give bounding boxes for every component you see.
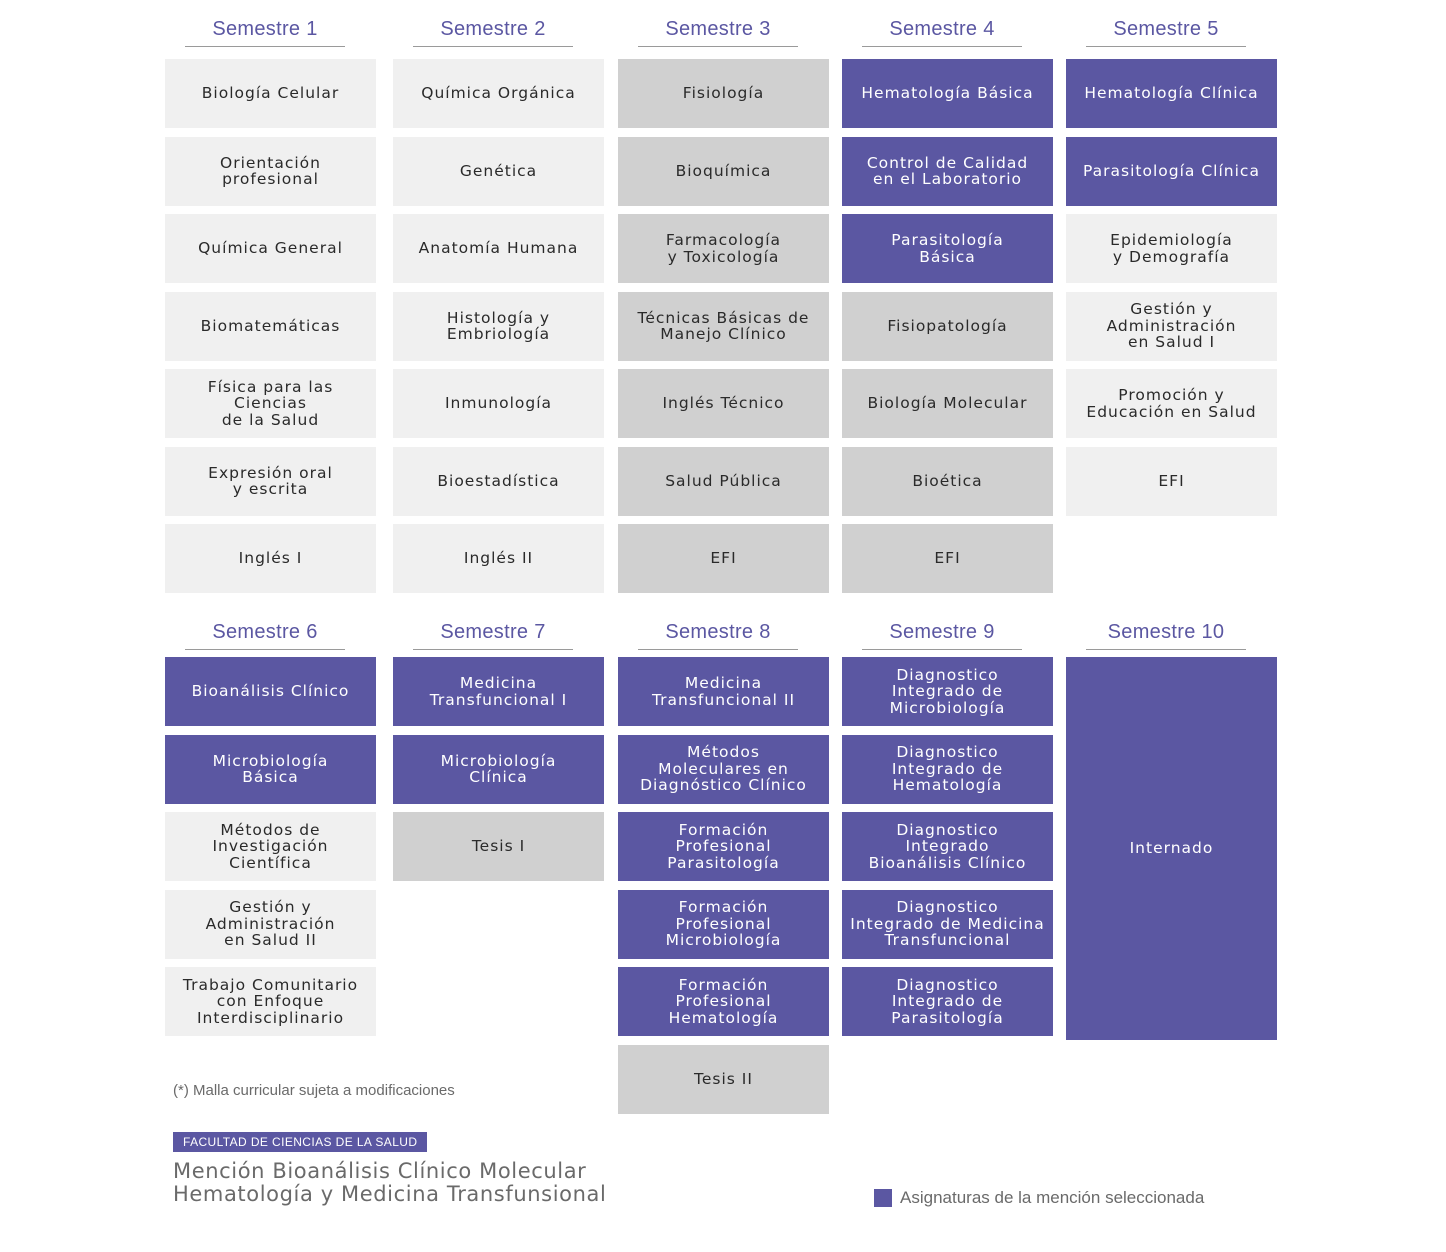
course-card: Parasitología Clínica	[1066, 136, 1277, 206]
course-card: Gestión y Administración en Salud I	[1066, 291, 1277, 361]
course-card: Tesis II	[618, 1044, 829, 1114]
semester-heading: Semestre 6	[185, 621, 345, 650]
semester-heading: Semestre 8	[638, 621, 798, 650]
course-card: Bioquímica	[618, 136, 829, 206]
course-card: Biomatemáticas	[165, 291, 376, 361]
course-card: Inglés I	[165, 524, 376, 593]
course-card: Genética	[393, 136, 604, 206]
course-card: Fisiología	[618, 59, 829, 128]
course-card: Medicina Transfuncional I	[393, 657, 604, 726]
mention-title-line-2: Hematología y Medicina Transfunsional	[173, 1182, 607, 1206]
semester-heading: Semestre 3	[638, 18, 798, 47]
course-card: Formación Profesional Hematología	[618, 967, 829, 1036]
mention-title-line-1: Mención Bioanálisis Clínico Molecular	[173, 1159, 587, 1183]
course-card: Bioestadística	[393, 446, 604, 516]
course-card: Fisiopatología	[842, 291, 1053, 361]
semester-heading: Semestre 4	[862, 18, 1022, 47]
course-card: Orientación profesional	[165, 136, 376, 206]
semester-heading: Semestre 2	[413, 18, 573, 47]
course-card: Gestión y Administración en Salud II	[165, 889, 376, 959]
legend-label: Asignaturas de la mención seleccionada	[900, 1188, 1205, 1207]
course-card: Expresión oral y escrita	[165, 446, 376, 516]
course-card: Formación Profesional Microbiología	[618, 889, 829, 959]
legend: Asignaturas de la mención seleccionada	[874, 1188, 1204, 1208]
course-card: Física para las Ciencias de la Salud	[165, 369, 376, 438]
course-card: Química General	[165, 214, 376, 283]
course-card: Control de Calidad en el Laboratorio	[842, 136, 1053, 206]
course-card: Histología y Embriología	[393, 291, 604, 361]
course-card: Medicina Transfuncional II	[618, 657, 829, 726]
course-card: Diagnostico Integrado de Medicina Transf…	[842, 889, 1053, 959]
course-card: Diagnostico Integrado Bioanálisis Clínic…	[842, 812, 1053, 881]
course-card: EFI	[842, 524, 1053, 593]
semester-heading: Semestre 7	[413, 621, 573, 650]
course-card: EFI	[618, 524, 829, 593]
legend-swatch	[874, 1189, 892, 1207]
course-card: Trabajo Comunitario con Enfoque Interdis…	[165, 967, 376, 1036]
course-card: Internado	[1066, 657, 1277, 1040]
course-card: Bioética	[842, 446, 1053, 516]
course-card: Métodos de Investigación Científica	[165, 812, 376, 881]
course-card: Microbiología Clínica	[393, 734, 604, 804]
course-card: Anatomía Humana	[393, 214, 604, 283]
course-card: Inglés Técnico	[618, 369, 829, 438]
course-card: Hematología Básica	[842, 59, 1053, 128]
course-card: Formación Profesional Parasitología	[618, 812, 829, 881]
course-card: Bioanálisis Clínico	[165, 657, 376, 726]
semester-heading: Semestre 10	[1086, 621, 1246, 650]
course-card: Biología Molecular	[842, 369, 1053, 438]
course-card: Métodos Moleculares en Diagnóstico Clíni…	[618, 734, 829, 804]
semester-heading: Semestre 5	[1086, 18, 1246, 47]
mention-title: Mención Bioanálisis Clínico Molecular He…	[173, 1160, 606, 1206]
course-card: Hematología Clínica	[1066, 59, 1277, 128]
course-card: Inmunología	[393, 369, 604, 438]
course-card: Promoción y Educación en Salud	[1066, 369, 1277, 438]
course-card: EFI	[1066, 446, 1277, 516]
semester-heading: Semestre 9	[862, 621, 1022, 650]
course-card: Microbiología Básica	[165, 734, 376, 804]
faculty-badge: FACULTAD DE CIENCIAS DE LA SALUD	[173, 1132, 428, 1152]
course-card: Técnicas Básicas de Manejo Clínico	[618, 291, 829, 361]
disclaimer-note: (*) Malla curricular sujeta a modificaci…	[173, 1082, 455, 1099]
course-card: Diagnostico Integrado de Hematología	[842, 734, 1053, 804]
course-card: Inglés II	[393, 524, 604, 593]
course-card: Epidemiología y Demografía	[1066, 214, 1277, 283]
course-card: Diagnostico Integrado de Microbiología	[842, 657, 1053, 726]
course-card: Diagnostico Integrado de Parasitología	[842, 967, 1053, 1036]
course-card: Tesis I	[393, 812, 604, 881]
course-card: Química Orgánica	[393, 59, 604, 128]
course-card: Salud Pública	[618, 446, 829, 516]
course-card: Parasitología Básica	[842, 214, 1053, 283]
course-card: Biología Celular	[165, 59, 376, 128]
course-card: Farmacología y Toxicología	[618, 214, 829, 283]
semester-heading: Semestre 1	[185, 18, 345, 47]
